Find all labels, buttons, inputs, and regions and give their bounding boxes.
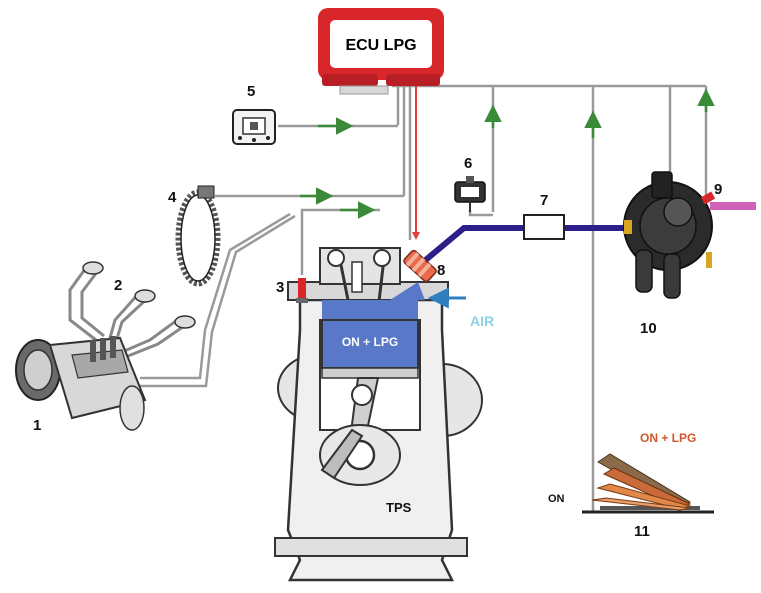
label-11: 11 [634, 523, 650, 540]
map-sensor [454, 176, 486, 212]
pedal-on-lpg-label: ON + LPG [640, 431, 696, 445]
label-tps: TPS [386, 500, 412, 515]
label-7: 7 [540, 192, 548, 209]
label-5: 5 [247, 83, 255, 100]
ecu-label: ECU LPG [345, 37, 416, 54]
injector-signal-line [412, 86, 420, 240]
label-6: 6 [464, 155, 472, 172]
engine-block: ON + LPG [274, 247, 483, 582]
label-2: 2 [114, 277, 122, 294]
label-9: 9 [714, 181, 722, 198]
injection-pump [15, 261, 196, 431]
lpg-injector [403, 249, 437, 283]
gas-filter [523, 214, 565, 240]
pedal-on-label: ON [548, 493, 565, 505]
gas-pipe [414, 225, 632, 271]
label-3: 3 [276, 279, 284, 296]
piston-label: ON + LPG [342, 335, 398, 349]
signal-arrows [300, 88, 715, 219]
label-1: 1 [33, 417, 41, 434]
label-8: 8 [437, 262, 445, 279]
label-4: 4 [168, 189, 177, 206]
label-10: 10 [640, 320, 657, 337]
air-label: AIR [470, 313, 494, 329]
reducer-vaporizer [623, 171, 756, 299]
switch-display-unit [232, 109, 276, 145]
tdc-sensor [296, 278, 308, 303]
accelerator-pedal [582, 453, 714, 514]
ecu-lpg-unit[interactable]: ECU LPG [318, 8, 444, 95]
rpm-clamp-sensor [175, 185, 221, 287]
